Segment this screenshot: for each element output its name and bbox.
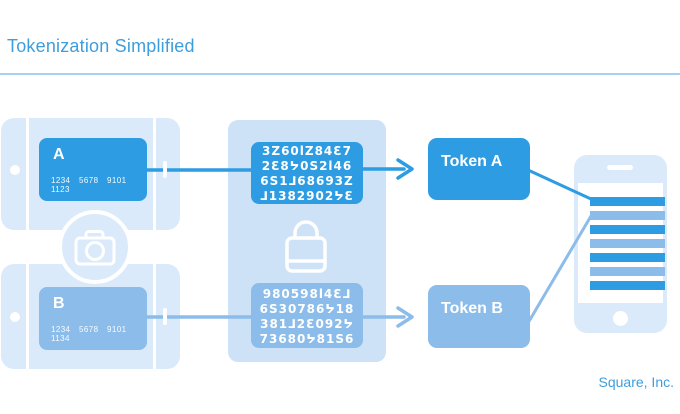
- screen-bar-dark: [590, 281, 665, 290]
- screen-bars: [590, 197, 665, 295]
- phone-divider: [26, 118, 29, 230]
- card-number: 1234 5678 9101 1123: [51, 176, 127, 194]
- phone-side-button: [163, 308, 167, 325]
- smartphone: [574, 155, 667, 333]
- phone-divider: [26, 264, 29, 369]
- ciphertext-a: 3Z60lZ84Ɛ7 2Ɛ8ᔭ0S2l46 6S1⅃68693Z ⅃138290…: [251, 142, 363, 204]
- arrowhead-icon: [396, 158, 414, 180]
- card-label: B: [53, 295, 65, 312]
- screen-bar-dark: [590, 253, 665, 262]
- credit-card-b: B 1234 5678 9101 1134: [39, 287, 147, 350]
- phone-speaker: [607, 165, 633, 170]
- lock-icon: [285, 220, 327, 273]
- credit-card-a: A 1234 5678 9101 1123: [39, 138, 147, 201]
- screen-bar-light: [590, 267, 665, 276]
- phone-divider: [153, 118, 156, 230]
- camera-icon: [58, 210, 132, 284]
- attribution: Square, Inc.: [598, 374, 675, 390]
- home-button: [613, 311, 628, 326]
- screen-bar-light: [590, 211, 665, 220]
- phone-side-button: [163, 161, 167, 178]
- title-divider: [0, 73, 680, 75]
- phone-divider: [153, 264, 156, 369]
- screen-bar-dark: [590, 197, 665, 206]
- page-title: Tokenization Simplified: [7, 36, 195, 56]
- camera-lens-dot: [10, 312, 20, 322]
- token-b-box: Token B: [428, 285, 530, 348]
- arrowhead-icon: [396, 306, 414, 328]
- screen-bar-dark: [590, 225, 665, 234]
- card-number: 1234 5678 9101 1134: [51, 325, 127, 343]
- token-a-box: Token A: [428, 138, 530, 200]
- ciphertext-b: 980598l4Ɛ⅃ 6S30786ᔭ18 381⅃2Ɛ092ᔭ 73680ᔭ8…: [251, 283, 363, 348]
- screen-bar-light: [590, 239, 665, 248]
- camera-lens-dot: [10, 165, 20, 175]
- card-label: A: [53, 146, 65, 163]
